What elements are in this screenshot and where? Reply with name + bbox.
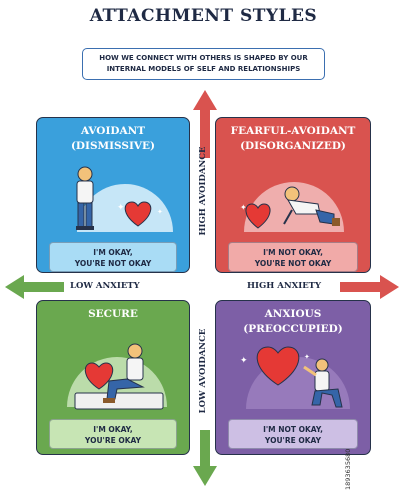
quadrant-fearful-message: I'M NOT OKAY, YOU'RE NOT OKAY (228, 242, 358, 272)
fearful-illustration: ✦ (240, 182, 344, 232)
arrow-left-low-anxiety (5, 275, 64, 299)
secure-illustration (67, 343, 167, 410)
quadrant-secure-title: SECURE (37, 307, 189, 322)
quadrant-secure-title-line1: SECURE (88, 308, 138, 320)
quadrant-anxious-title-line2: (PREOCCUPIED) (243, 323, 343, 335)
arrow-down-low-avoidance (193, 430, 217, 486)
arrow-right-high-anxiety (340, 275, 399, 299)
quadrant-avoidant-message: I'M OKAY, YOU'RE NOT OKAY (49, 242, 177, 272)
quadrant-anxious-title: ANXIOUS (PREOCCUPIED) (216, 307, 370, 337)
axis-label-low-anxiety: LOW ANXIETY (70, 281, 140, 291)
sparkle-icon: ✦ (240, 356, 248, 366)
axis-label-low-avoidance: LOW AVOIDANCE (198, 328, 208, 414)
quadrant-anxious-message: I'M NOT OKAY, YOU'RE OKAY (228, 419, 358, 449)
diagram-title: ATTACHMENT STYLES (89, 6, 318, 26)
quadrant-secure: SECURE I'M OKAY, YOU'RE OKAY (36, 300, 190, 455)
quadrant-secure-message: I'M OKAY, YOU'RE OKAY (49, 419, 177, 449)
person-sitting-icon (103, 343, 145, 403)
quadrant-anxious: ANXIOUS (PREOCCUPIED) ✦ ✦ I'M NOT OKAY, … (215, 300, 371, 455)
subtitle-box: HOW WE CONNECT WITH OTHERS IS SHAPED BY … (82, 48, 325, 80)
person-crawling-icon (283, 186, 340, 226)
quadrant-fearful-title-line1: FEARFUL-AVOIDANT (230, 125, 356, 137)
subtitle-line-2: INTERNAL MODELS OF SELF AND RELATIONSHIP… (106, 65, 301, 73)
heart-icon (124, 201, 152, 227)
heart-icon (245, 203, 271, 229)
arrow-up-high-avoidance (193, 90, 217, 158)
person-turned-away-icon (76, 166, 94, 230)
quadrant-anxious-msg-line1: I'M NOT OKAY, (263, 425, 323, 434)
sparkle-icon: ✦ (157, 208, 163, 216)
heart-icon (256, 346, 300, 386)
quadrant-anxious-title-line1: ANXIOUS (264, 308, 322, 320)
quadrant-avoidant-title-line1: AVOIDANT (80, 125, 146, 137)
sparkle-icon: ✦ (117, 203, 125, 213)
quadrant-fearful-title: FEARFUL-AVOIDANT (DISORGANIZED) (216, 124, 370, 154)
quadrant-avoidant-title: AVOIDANT (DISMISSIVE) (37, 124, 189, 154)
quadrant-fearful-msg-line1: I'M NOT OKAY, (263, 248, 323, 257)
axis-label-high-anxiety: HIGH ANXIETY (247, 281, 322, 291)
axis-label-high-avoidance: HIGH AVOIDANCE (198, 146, 208, 236)
quadrant-avoidant: AVOIDANT (DISMISSIVE) ✦ ✦ I'M OKAY, YOU'… (36, 117, 190, 273)
quadrant-avoidant-msg-line1: I'M OKAY, (93, 248, 133, 257)
sparkle-icon: ✦ (304, 353, 310, 361)
quadrant-secure-msg-line1: I'M OKAY, (93, 425, 133, 434)
watermark-id: 1893635680 (344, 448, 352, 490)
quadrant-anxious-msg-line2: YOU'RE OKAY (264, 436, 322, 445)
anxious-illustration: ✦ ✦ (240, 346, 350, 409)
sparkle-icon: ✦ (240, 203, 247, 212)
quadrant-fearful-msg-line2: YOU'RE NOT OKAY (254, 259, 332, 268)
person-kneeling-icon (303, 358, 343, 408)
avoidant-illustration: ✦ ✦ (76, 166, 173, 232)
quadrant-fearful-title-line2: (DISORGANIZED) (240, 140, 346, 152)
quadrant-avoidant-title-line2: (DISMISSIVE) (70, 140, 156, 152)
quadrant-fearful-avoidant: FEARFUL-AVOIDANT (DISORGANIZED) ✦ I'M NO… (215, 117, 371, 273)
quadrant-avoidant-msg-line2: YOU'RE NOT OKAY (74, 259, 152, 268)
heart-icon (84, 362, 114, 390)
subtitle-line-1: HOW WE CONNECT WITH OTHERS IS SHAPED BY … (99, 54, 308, 62)
quadrant-secure-msg-line2: YOU'RE OKAY (84, 436, 142, 445)
